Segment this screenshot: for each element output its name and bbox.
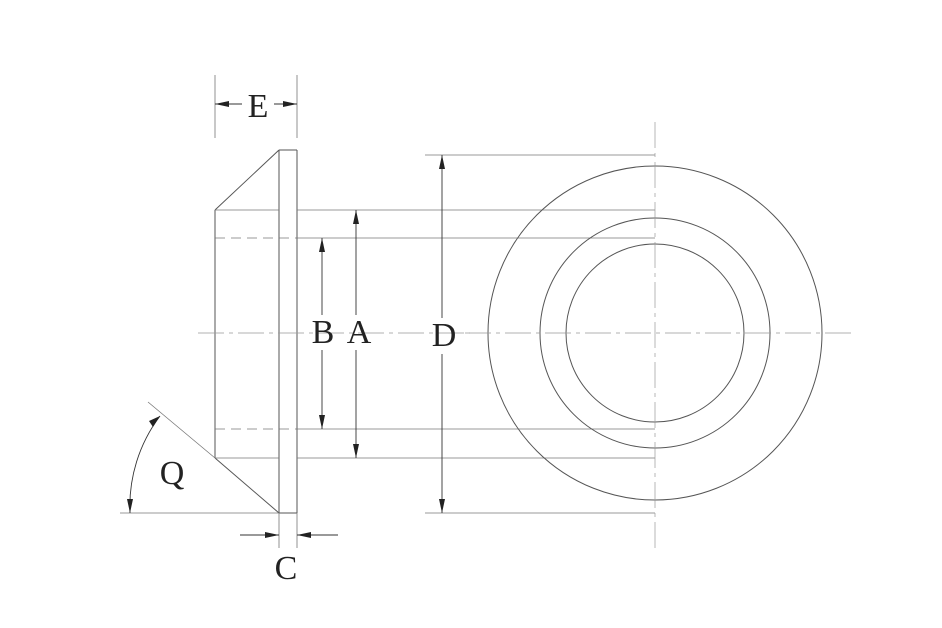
dim-b-arrow-top (319, 238, 325, 252)
dim-q-label: Q (160, 455, 185, 492)
dim-d-arrow-bottom (439, 499, 445, 513)
dim-a-label: A (347, 314, 372, 351)
side-view (198, 149, 470, 514)
dim-q-arrow-top (149, 416, 160, 427)
cone-bottom-chamfer (214, 457, 280, 514)
dim-q-arrow-bottom (127, 499, 133, 513)
dim-c-arrow-right (297, 532, 311, 538)
dim-e-label: E (248, 88, 269, 125)
dimension-e: E (215, 86, 297, 125)
dim-b-label: B (312, 314, 335, 351)
dim-a-arrow-bottom (353, 444, 359, 458)
dimension-a: A (347, 210, 372, 458)
dimension-d: D (432, 155, 457, 513)
cone-top-chamfer (214, 149, 280, 211)
dim-d-label: D (432, 317, 457, 354)
dim-e-label-bg (242, 86, 274, 122)
dim-d-arrow-top (439, 155, 445, 169)
front-view (465, 122, 852, 548)
ext-line-q-slant (147, 401, 216, 459)
dim-b-arrow-bottom (319, 415, 325, 429)
dim-e-arrow-left (215, 101, 229, 107)
dimension-c: C (240, 532, 338, 587)
dim-c-arrow-left (265, 532, 279, 538)
dimension-q: Q (127, 415, 185, 514)
dim-c-label: C (275, 550, 298, 587)
dim-q-arc (129, 415, 161, 514)
dimension-b: B (312, 238, 335, 429)
dim-a-arrow-top (353, 210, 359, 224)
extension-lines (120, 75, 655, 548)
dim-e-arrow-right (283, 101, 297, 107)
